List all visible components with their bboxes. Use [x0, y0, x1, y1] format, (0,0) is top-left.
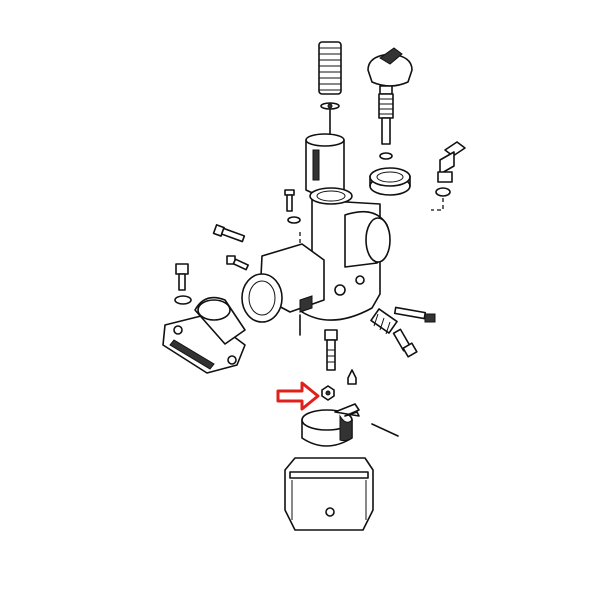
intake-manifold — [162, 296, 246, 374]
float-bowl — [284, 457, 374, 531]
carburetor-body — [241, 187, 391, 336]
idle-spring — [370, 308, 398, 335]
needle — [320, 102, 340, 141]
screw-1 — [284, 189, 301, 252]
fuel-fitting — [431, 141, 466, 211]
float-pin — [371, 423, 399, 437]
air-screw — [378, 85, 394, 160]
arrow-right-icon — [276, 381, 320, 411]
throttle-slide — [305, 133, 345, 196]
bolt — [174, 263, 192, 305]
screw-2 — [212, 224, 246, 243]
ring-nut — [369, 167, 411, 196]
throttle-spring — [318, 41, 342, 95]
jet-holder — [324, 329, 357, 385]
screw-3 — [226, 255, 249, 271]
mixture-screw — [392, 328, 418, 358]
top-cap — [367, 47, 413, 87]
jet-nut — [321, 385, 335, 401]
float — [301, 403, 360, 447]
idle-screw — [393, 306, 436, 323]
